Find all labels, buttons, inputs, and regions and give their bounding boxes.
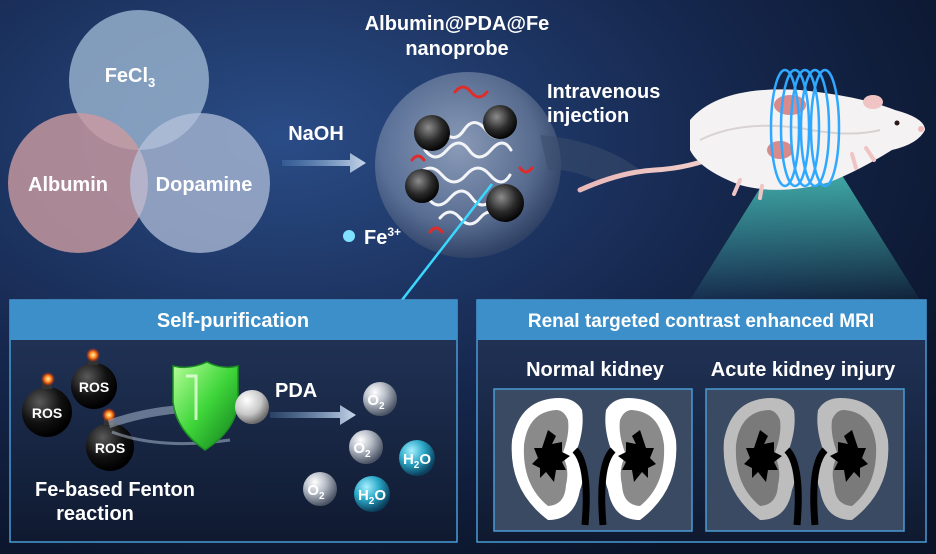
pda-nanoparticle-icon	[483, 105, 517, 139]
pda-ball-icon	[235, 390, 269, 424]
h2o-bubble-icon: H2O	[399, 440, 435, 476]
svg-text:H2O: H2O	[403, 451, 431, 471]
self-purification-title: Self-purification	[157, 310, 309, 332]
fenton-caption-line1: Fe-based Fenton	[35, 479, 195, 501]
mouse-ear-icon	[863, 95, 883, 109]
h2o-bubble-icon: H2O	[354, 476, 390, 512]
injured-kidney-right-icon	[810, 398, 889, 526]
fe-ion-icon	[343, 230, 355, 242]
mouse-nose-icon	[918, 126, 924, 132]
naoh-label: NaOH	[288, 123, 344, 145]
ros-bomb-icon: ROS	[71, 348, 117, 409]
venn-diagram: FeCl3 Albumin Dopamine	[8, 10, 270, 253]
nanoprobe-sphere	[375, 72, 640, 258]
panel-header	[477, 300, 926, 340]
ros-label: ROS	[32, 405, 62, 421]
ros-label: ROS	[95, 440, 125, 456]
injection-funnel	[540, 135, 640, 182]
normal-kidney-label: Normal kidney	[526, 359, 665, 381]
acute-injury-label: Acute kidney injury	[711, 359, 896, 381]
albumin-label: Albumin	[28, 174, 108, 196]
pda-nanoparticle-icon	[414, 115, 450, 151]
ros-bomb-icon: ROS	[22, 372, 72, 437]
mri-title: Renal targeted contrast enhanced MRI	[528, 311, 874, 332]
fecl3-label: FeCl3	[105, 65, 156, 90]
self-purification-panel: Self-purification ROS ROS ROS	[9, 299, 458, 543]
fecl3-circle	[69, 10, 209, 150]
albumin-circle	[8, 113, 148, 253]
pda-label: PDA	[275, 380, 317, 402]
shield-highlight	[186, 374, 198, 420]
svg-text:H2O: H2O	[358, 487, 386, 507]
pda-arrow-icon	[270, 405, 356, 425]
connector-line	[401, 183, 493, 301]
normal-kidney-left-icon	[511, 398, 590, 526]
mri-beam	[690, 172, 920, 300]
fe-ion-label: Fe3+	[364, 225, 401, 249]
normal-kidney-right-icon	[598, 398, 677, 526]
pda-nanoparticle-icon	[405, 169, 439, 203]
injection-label-line1: Intravenous	[547, 81, 660, 103]
o2-bubble-icon: O2	[363, 382, 397, 416]
probe-title-line2: nanoprobe	[405, 38, 508, 60]
svg-text:O2: O2	[307, 482, 325, 502]
o2-bubble-icon: O2	[303, 472, 337, 506]
dopamine-label: Dopamine	[156, 174, 253, 196]
mouse-paws-icon	[732, 146, 876, 200]
dopamine-circle	[130, 113, 270, 253]
injured-kidney-left-icon	[723, 398, 802, 526]
probe-title-line1: Albumin@PDA@Fe	[365, 13, 550, 35]
svg-text:O2: O2	[353, 440, 371, 460]
o2-bubble-icon: O2	[349, 430, 383, 464]
injection-label-line2: injection	[547, 105, 629, 127]
ros-label: ROS	[79, 379, 109, 395]
fenton-caption-line2: reaction	[56, 503, 134, 525]
mri-panel: Renal targeted contrast enhanced MRI Nor…	[476, 299, 927, 543]
naoh-arrow: NaOH	[282, 123, 366, 173]
svg-text:O2: O2	[367, 392, 385, 412]
panel-header	[10, 300, 457, 340]
mri-coil-rings-icon	[769, 68, 841, 188]
mouse-eye-icon	[894, 120, 900, 126]
probe-shell	[375, 72, 561, 258]
mouse-illustration	[577, 68, 925, 200]
reaction-arrow-icon	[282, 153, 366, 173]
pda-nanoparticle-icon	[486, 184, 524, 222]
shield-icon	[172, 361, 239, 451]
ribbon-accent-icon	[410, 85, 534, 234]
ros-bomb-icon: ROS	[86, 408, 134, 471]
